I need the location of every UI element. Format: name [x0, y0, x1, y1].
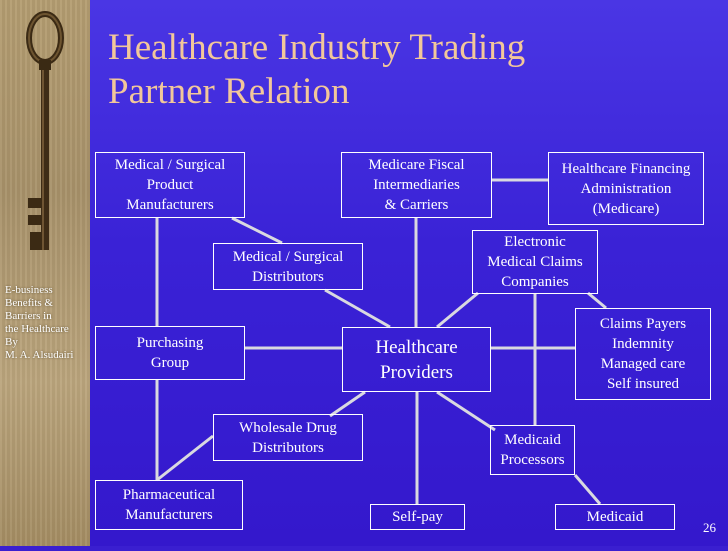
node-label: Medicaid: [504, 430, 561, 450]
connector-line: [588, 293, 606, 308]
electronic-medical-claims-box: Electronic Medical Claims Companies: [472, 230, 598, 294]
medicaid-box: Medicaid: [555, 504, 675, 530]
node-label: Self-pay: [392, 507, 443, 527]
node-label: & Carriers: [385, 195, 449, 215]
node-label: Pharmaceutical: [123, 485, 215, 505]
node-label: Wholesale Drug: [239, 418, 337, 438]
claims-payers-box: Claims Payers Indemnity Managed care Sel…: [575, 308, 711, 400]
self-pay-box: Self-pay: [370, 504, 465, 530]
node-label: Product: [147, 175, 194, 195]
connector-line: [157, 436, 213, 480]
connector-line: [575, 475, 600, 504]
node-label: Administration: [581, 179, 672, 199]
medicaid-processors-box: Medicaid Processors: [490, 425, 575, 475]
node-label: Indemnity: [612, 334, 674, 354]
node-label: Medicare Fiscal: [368, 155, 464, 175]
node-label: Companies: [501, 272, 569, 292]
node-label: Healthcare: [375, 335, 457, 360]
healthcare-financing-administration-box: Healthcare Financing Administration (Med…: [548, 152, 704, 225]
page-number: 26: [703, 520, 716, 536]
connector-line: [325, 290, 390, 327]
wholesale-drug-distributors-box: Wholesale Drug Distributors: [213, 414, 363, 461]
node-label: Group: [151, 353, 189, 373]
node-label: Claims Payers: [600, 314, 686, 334]
healthcare-providers-box: Healthcare Providers: [342, 327, 491, 392]
connector-line: [437, 293, 478, 327]
purchasing-group-box: Purchasing Group: [95, 326, 245, 380]
node-label: Manufacturers: [126, 195, 213, 215]
node-label: Manufacturers: [125, 505, 212, 525]
node-label: Purchasing: [137, 333, 204, 353]
node-label: Medicaid: [587, 507, 644, 527]
node-label: Distributors: [252, 267, 324, 287]
node-label: Distributors: [252, 438, 324, 458]
node-label: Managed care: [601, 354, 686, 374]
node-label: Medical / Surgical: [233, 247, 344, 267]
medical-surgical-distributors-box: Medical / Surgical Distributors: [213, 243, 363, 290]
node-label: Intermediaries: [373, 175, 460, 195]
node-label: (Medicare): [593, 199, 660, 219]
pharmaceutical-manufacturers-box: Pharmaceutical Manufacturers: [95, 480, 243, 530]
medicare-fiscal-intermediaries-box: Medicare Fiscal Intermediaries & Carrier…: [341, 152, 492, 218]
connector-line: [330, 392, 365, 416]
medical-surgical-product-manufacturers-box: Medical / Surgical Product Manufacturers: [95, 152, 245, 218]
node-label: Electronic: [504, 232, 566, 252]
node-label: Processors: [500, 450, 564, 470]
connector-line: [437, 392, 495, 430]
node-label: Medical Claims: [487, 252, 582, 272]
node-label: Providers: [380, 360, 453, 385]
node-label: Medical / Surgical: [115, 155, 226, 175]
connector-line: [232, 218, 282, 243]
node-label: Self insured: [607, 374, 679, 394]
node-label: Healthcare Financing: [562, 159, 691, 179]
